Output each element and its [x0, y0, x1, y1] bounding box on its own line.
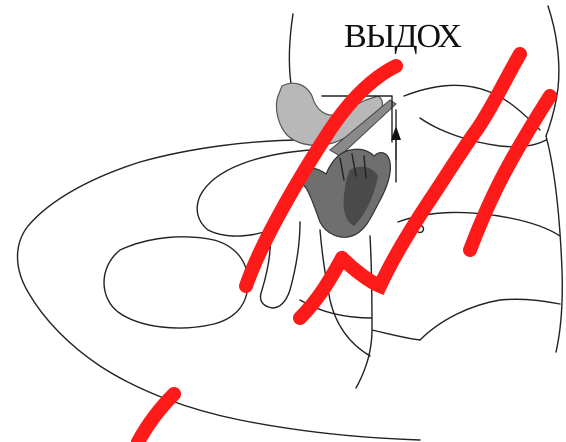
torso-outline [420, 118, 562, 352]
lower-curve-1 [372, 330, 420, 340]
watermark-strokes [138, 54, 550, 442]
forearm-right-edge [272, 222, 300, 308]
caption-exhale: ВЫДОХ [344, 18, 461, 55]
neck-right-line [546, 6, 559, 136]
forearm-under [356, 236, 372, 388]
lower-body-curve [420, 299, 560, 340]
collarbone-line [404, 85, 540, 130]
forearm-shape [104, 237, 248, 328]
